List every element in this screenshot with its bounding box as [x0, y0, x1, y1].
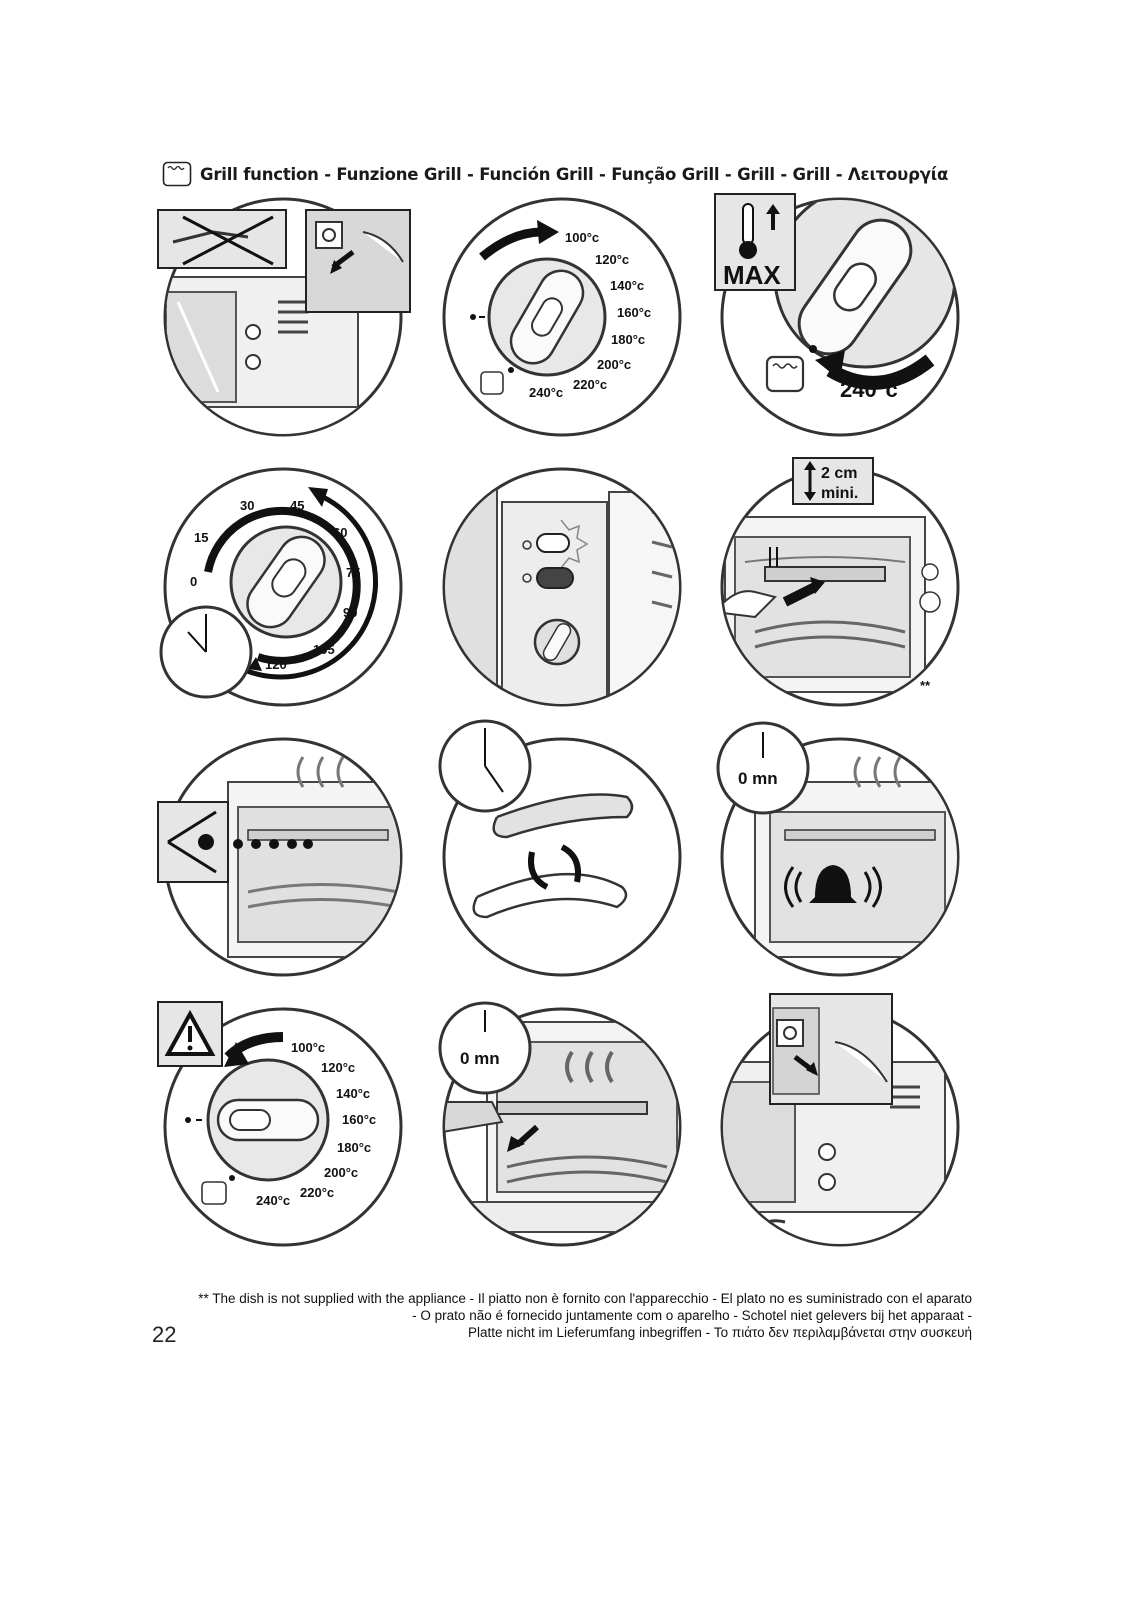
dish-note-mark: **: [920, 678, 931, 693]
max-inset: [714, 193, 796, 291]
dial-temp-6: 200°c: [324, 1165, 358, 1180]
eye-icon: [167, 810, 217, 874]
hand-icon: [723, 590, 777, 619]
step-7-watch-cooking: [157, 732, 408, 982]
timer-mark-45: 45: [290, 498, 304, 513]
dial-partial-temp: 240°c: [840, 377, 898, 402]
dial-temp-3: 140°c: [610, 278, 644, 293]
step-5-indicator-light: [437, 462, 687, 712]
sausage-icon: [492, 793, 634, 839]
step-3-max-temperature: 240°c MAX: [714, 192, 965, 442]
bell-icon: [809, 865, 857, 903]
timer-scale-arc: [204, 506, 361, 665]
hand-icon: [834, 1041, 888, 1083]
step-2-set-temperature: 100°c 120°c 140°c 160°c 180°c 200°c 220°…: [437, 192, 687, 442]
steam-icon: [853, 756, 902, 788]
timer-mark-90: 90: [343, 605, 357, 620]
footnote: ** The dish is not supplied with the app…: [152, 1290, 972, 1341]
timer-mark-75: 75: [346, 565, 360, 580]
grill-mode-icon: [162, 161, 192, 187]
oven-glove-icon: [445, 1101, 504, 1134]
section-header: Grill function - Funzione Grill - Funció…: [162, 160, 948, 188]
page-number: 22: [152, 1322, 177, 1347]
dial-temp-4: 160°c: [617, 305, 651, 320]
dial-temp-5: 180°c: [611, 332, 645, 347]
dial-temp-7: 220°c: [300, 1185, 334, 1200]
timer-mark-60: 60: [333, 525, 347, 540]
dial-temp-1: 100°c: [565, 230, 599, 245]
timer-label: 0 mn: [460, 1049, 500, 1068]
dial-temp-3: 140°c: [336, 1086, 370, 1101]
thermometer-icon: [742, 203, 754, 245]
clock-icon: [716, 721, 810, 815]
steam-icon: [296, 756, 345, 788]
timer-label: 0 mn: [738, 769, 778, 788]
step-8-turn-food: [437, 719, 687, 982]
step-12-unplug: [715, 993, 965, 1252]
grill-mode-icon: [480, 371, 504, 395]
timer-mark-15: 15: [194, 530, 208, 545]
dial-temp-8: 240°c: [529, 385, 563, 400]
step-6-insert-dish: 2 cm mini. **: [715, 457, 965, 712]
step-9-timer-end: 0 mn: [715, 721, 965, 982]
rotate-arrow-icon: [479, 227, 543, 261]
dial-temp-8: 240°c: [256, 1193, 290, 1208]
timer-mark-30: 30: [240, 498, 254, 513]
timer-mark-120: 120: [265, 657, 287, 672]
step-1-plug-in: [157, 192, 411, 442]
turn-arrow-icon: [528, 851, 549, 890]
max-label: MAX: [723, 260, 781, 290]
dial-temp-2: 120°c: [595, 252, 629, 267]
section-title: Grill function - Funzione Grill - Funció…: [200, 164, 949, 184]
distance-line1: 2 cm: [821, 465, 857, 482]
light-glow-icon: [560, 519, 589, 569]
dial-temp-4: 160°c: [342, 1112, 376, 1127]
dish: [764, 566, 886, 582]
distance-line2: mini.: [821, 485, 858, 502]
step-11-remove-dish: 0 mn: [437, 1001, 687, 1252]
distance-inset: [792, 457, 874, 505]
steam-icon: [565, 1050, 614, 1084]
timer-mark-105: 105: [313, 642, 335, 657]
dial-temp-6: 200°c: [597, 357, 631, 372]
grill-mode-icon: [201, 1181, 227, 1205]
step-10-turn-off-dial: 100°c 120°c 140°c 160°c 180°c 200°c 220°…: [157, 1001, 408, 1252]
dish: [496, 1101, 648, 1115]
grill-mode-icon: [765, 355, 805, 393]
footnote-line-3: Platte nicht im Lieferumfang inbegriffen…: [467, 1325, 972, 1340]
clock-icon: [438, 1001, 532, 1095]
dial-temp-1: 100°c: [291, 1040, 325, 1055]
footnote-line-2: - O prato não é fornecido juntamente com…: [412, 1308, 972, 1323]
step-4-set-timer: 0 15 30 45 60 75 90 105 120: [158, 462, 408, 712]
footnote-line-1: ** The dish is not supplied with the app…: [198, 1291, 972, 1306]
timer-mark-0: 0: [190, 574, 197, 589]
dial-temp-7: 220°c: [573, 377, 607, 392]
dial-temp-5: 180°c: [337, 1140, 371, 1155]
dial-temp-2: 120°c: [321, 1060, 355, 1075]
